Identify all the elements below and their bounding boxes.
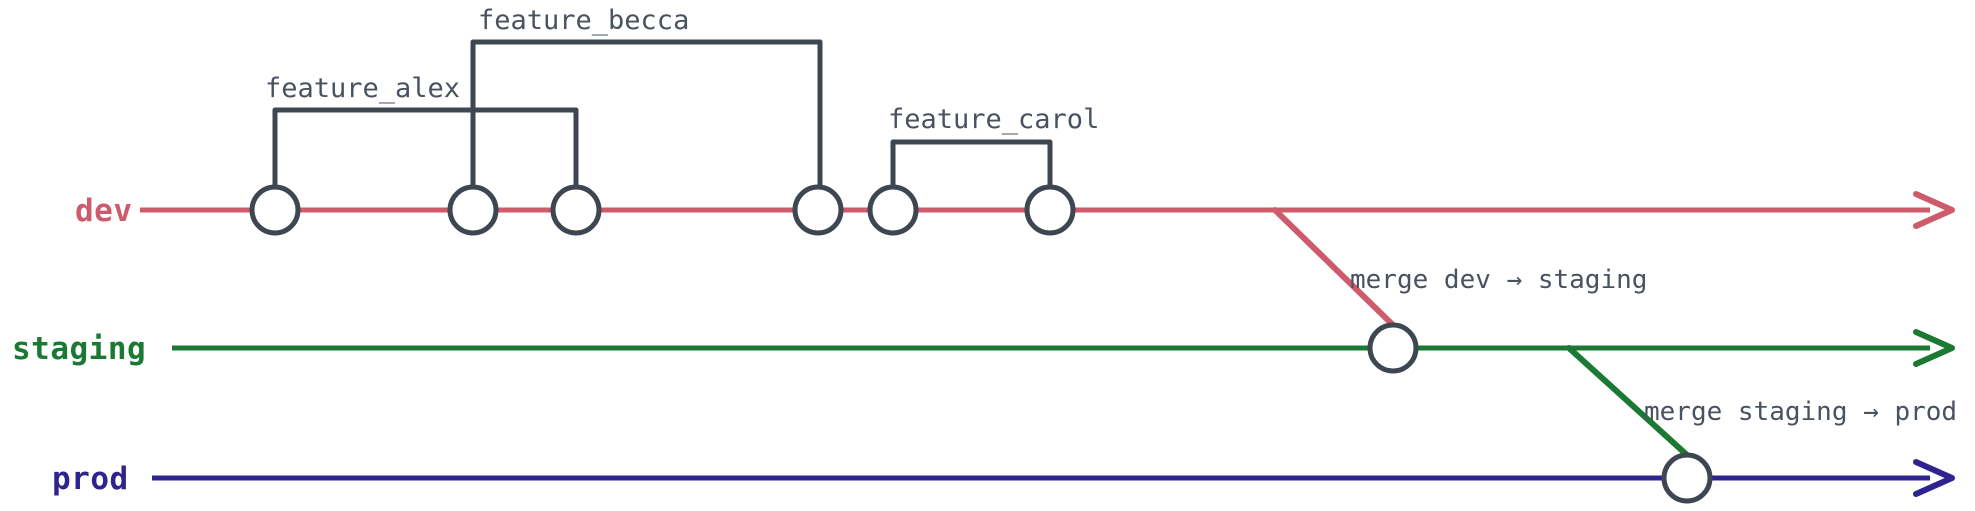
commit-node-c3[interactable] (550, 184, 602, 236)
commit-node-c5[interactable] (867, 184, 919, 236)
branch-arrow-dev (1913, 191, 1955, 229)
merge-line-merge-staging-prod (1566, 345, 1690, 458)
merge-label-merge-staging-prod: merge staging → prod (1644, 397, 1957, 427)
merge-label-merge-dev-staging: merge dev → staging (1350, 265, 1647, 295)
feature-label-feature_becca: feature_becca (478, 5, 689, 36)
merge-line-merge-dev-staging (1272, 207, 1396, 328)
branch-label-prod: prod (52, 461, 129, 497)
feature-bracket-feature_alex (272, 107, 579, 190)
commit-node-m1[interactable] (1367, 322, 1419, 374)
commit-node-m2[interactable] (1661, 452, 1713, 504)
branch-label-dev: dev (75, 193, 133, 229)
commit-node-c6[interactable] (1024, 184, 1076, 236)
feature-bracket-feature_carol (890, 139, 1053, 190)
merge-labels-group: merge dev → staging merge staging → prod (1350, 265, 1957, 427)
commit-node-c2[interactable] (447, 184, 499, 236)
merge-lines-group (1272, 207, 1690, 458)
feature-labels-group: feature_alex feature_becca feature_carol (265, 5, 1099, 135)
branch-arrow-staging (1913, 329, 1955, 367)
branch-labels-group: dev staging prod (12, 193, 146, 497)
feature-label-feature_carol: feature_carol (888, 104, 1099, 135)
branch-label-staging: staging (12, 331, 146, 367)
commit-node-c1[interactable] (249, 184, 301, 236)
commit-node-c4[interactable] (792, 184, 844, 236)
feature-brackets-group (272, 39, 1053, 190)
branch-arrow-prod (1913, 459, 1955, 497)
feature-label-feature_alex: feature_alex (265, 73, 460, 104)
commit-nodes-group (249, 184, 1713, 504)
feature-bracket-feature_becca (470, 39, 823, 190)
